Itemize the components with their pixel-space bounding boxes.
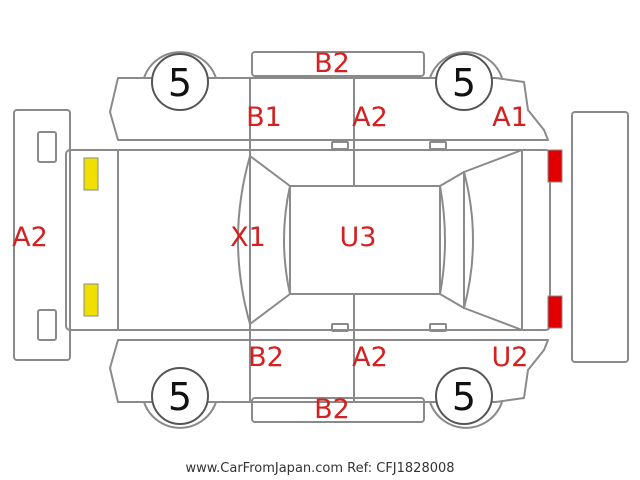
- front-right-arch: [429, 401, 503, 429]
- body-top-view: [65, 149, 551, 331]
- front-bumper: [571, 111, 629, 363]
- tire-front-right-tread: 5: [452, 375, 476, 419]
- top-side-panel: [251, 51, 425, 77]
- label-top-panel: B2: [314, 48, 350, 79]
- label-rear-right-door: B2: [248, 342, 284, 373]
- label-front-left-door: A2: [352, 102, 388, 133]
- label-front-right-fender: U2: [492, 342, 529, 373]
- label-rear-left-door: B1: [246, 102, 282, 133]
- door-handle: [331, 141, 349, 150]
- rear-windshield: [237, 155, 291, 325]
- rear-left-arch: [143, 51, 217, 79]
- head-light-top: [547, 149, 563, 183]
- rear-bumper-tab-top: [37, 131, 57, 163]
- label-rear-hatch: X1: [230, 222, 266, 253]
- tire-rear-left-tread: 5: [168, 61, 192, 105]
- label-rear-bumper: A2: [12, 222, 48, 253]
- label-front-right-door: A2: [352, 342, 388, 373]
- rear-right-arch: [143, 401, 217, 429]
- footer-reference: www.CarFromJapan.com Ref: CFJ1828008: [185, 461, 454, 476]
- front-left-arch: [429, 51, 503, 79]
- front-windshield: [439, 171, 474, 309]
- rear-bumper-tab-bottom: [37, 309, 57, 341]
- tire-rear-left: [151, 53, 209, 111]
- rear-bumper: [13, 109, 71, 361]
- tire-front-right: [435, 367, 493, 425]
- head-light-bottom: [547, 295, 563, 329]
- tire-front-left-tread: 5: [452, 61, 476, 105]
- roof-panel: [289, 185, 441, 295]
- door-handle: [429, 141, 447, 150]
- hood: [463, 149, 523, 331]
- tire-rear-right-tread: 5: [168, 375, 192, 419]
- tire-rear-right: [151, 367, 209, 425]
- label-front-left-fender: A1: [492, 102, 528, 133]
- label-roof: U3: [340, 222, 377, 253]
- tail-light-bottom: [83, 283, 99, 317]
- bottom-side-panel: [251, 397, 425, 423]
- tire-front-left: [435, 53, 493, 111]
- tail-light-top: [83, 157, 99, 191]
- label-bottom-panel: B2: [314, 394, 350, 425]
- rear-hatch-area: [117, 149, 251, 331]
